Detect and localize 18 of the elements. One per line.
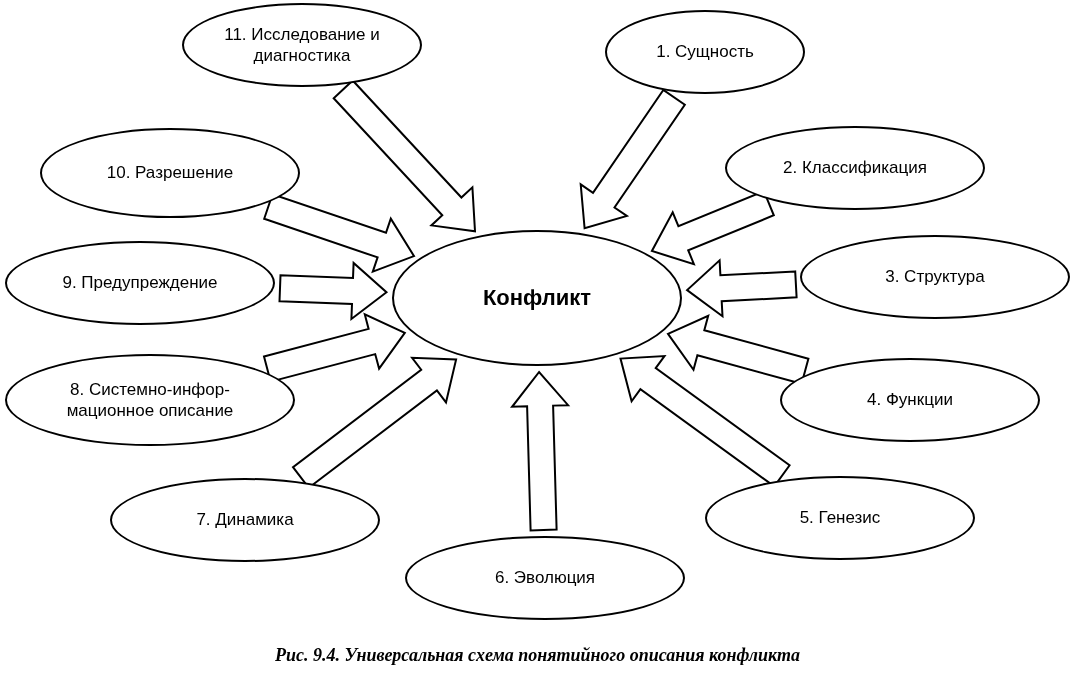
node-label: 3. Структура bbox=[885, 266, 985, 288]
node-label: Конфликт bbox=[482, 284, 592, 312]
block-arrow bbox=[510, 370, 571, 532]
block-arrow bbox=[262, 312, 407, 383]
node-label: 5. Генезис bbox=[799, 507, 881, 529]
block-arrow bbox=[685, 258, 798, 319]
block-arrow bbox=[278, 260, 389, 322]
node-label: 7. Динамика bbox=[196, 509, 294, 531]
node-label: 6. Эволюция bbox=[494, 567, 596, 589]
node-label: 8. Системно-инфор-мационное описание bbox=[65, 378, 235, 422]
node-label: 2. Классификация bbox=[783, 157, 927, 179]
node-label: 10. Разрешение bbox=[106, 162, 234, 184]
node-label: 4. Функции bbox=[867, 389, 953, 411]
node-label: 9. Предупреждение bbox=[62, 272, 218, 294]
node-label: 1. Сущность bbox=[656, 41, 754, 63]
block-arrow bbox=[579, 88, 687, 230]
figure-caption: Рис. 9.4. Универсальная схема понятийного описания конфликта bbox=[275, 644, 800, 667]
node-label: 11. Исследование и диагностика bbox=[223, 23, 381, 67]
